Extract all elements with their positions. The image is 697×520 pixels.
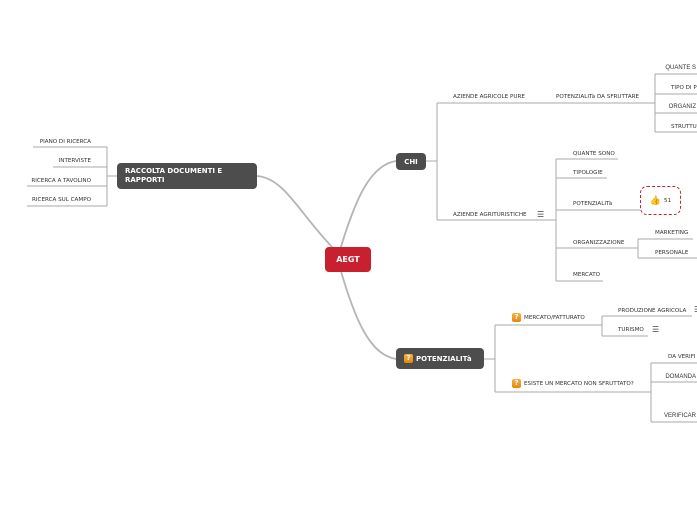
chi-node[interactable]: CHI <box>396 153 426 170</box>
marketing[interactable]: MARKETING <box>655 230 689 236</box>
sub-item[interactable]: DOMANDA <box>664 374 696 381</box>
question-icon: ? <box>512 313 521 322</box>
question-icon: ? <box>512 379 521 388</box>
question-icon: ? <box>404 354 413 363</box>
sub-item[interactable]: VERIFICAR <box>662 413 696 420</box>
sub-item[interactable]: TIPO DI P <box>671 85 697 91</box>
raccolta-node[interactable]: RACCOLTA DOCUMENTI E RAPPORTI <box>117 163 257 189</box>
potenzialita-node[interactable]: ?POTENZIALITà <box>396 348 484 369</box>
esiste-mercato[interactable]: ?ESISTE UN MERCATO NON SFRUTTATO? <box>512 379 634 390</box>
root-node[interactable]: AEGT <box>325 247 371 272</box>
menu-icon[interactable]: ☰ <box>652 325 660 334</box>
potenzialita-item[interactable]: POTENZIALITà <box>573 201 613 207</box>
menu-icon[interactable]: ☰ <box>537 210 545 219</box>
sub-item[interactable]: DA VERIFI <box>668 354 696 360</box>
interviste[interactable]: INTERVISTE <box>58 158 91 164</box>
sub-item[interactable]: QUANTE S <box>664 65 696 72</box>
potenzialita-da-sfruttare[interactable]: POTENZIALITà DA SFRUTTARE <box>556 94 640 100</box>
tipologie[interactable]: TIPOLOGIE <box>573 170 603 176</box>
mercato[interactable]: MERCATO <box>573 272 601 278</box>
sub-item[interactable]: STRUTTU <box>671 124 697 130</box>
ricerca-a-tavolino[interactable]: RICERCA A TAVOLINO <box>31 178 91 184</box>
aziende-agrituristiche[interactable]: AZIENDE AGRITURISTICHE <box>453 212 527 218</box>
personale[interactable]: PERSONALE <box>655 250 689 256</box>
thumbs-up-icon: 👍 <box>649 195 662 206</box>
mercato-fatturato[interactable]: ?MERCATO/FATTURATO <box>512 313 585 324</box>
organizzazione[interactable]: ORGANIZZAZIONE <box>573 240 625 246</box>
turismo[interactable]: TURISMO <box>618 327 644 333</box>
piano-di-ricerca[interactable]: PIANO DI RICERCA <box>39 139 91 145</box>
produzione-agricola[interactable]: PRODUZIONE AGRICOLA <box>618 308 687 314</box>
sub-item[interactable]: ORGANIZ <box>667 104 696 111</box>
menu-icon[interactable]: ☰ <box>694 306 697 314</box>
quante-sono[interactable]: QUANTE SONO <box>573 151 615 157</box>
aziende-pure[interactable]: AZIENDE AGRICOLE PURE <box>453 94 525 100</box>
ricerca-sul-campo[interactable]: RICERCA SUL CAMPO <box>32 197 91 203</box>
like-badge[interactable]: 👍51 <box>640 186 681 215</box>
